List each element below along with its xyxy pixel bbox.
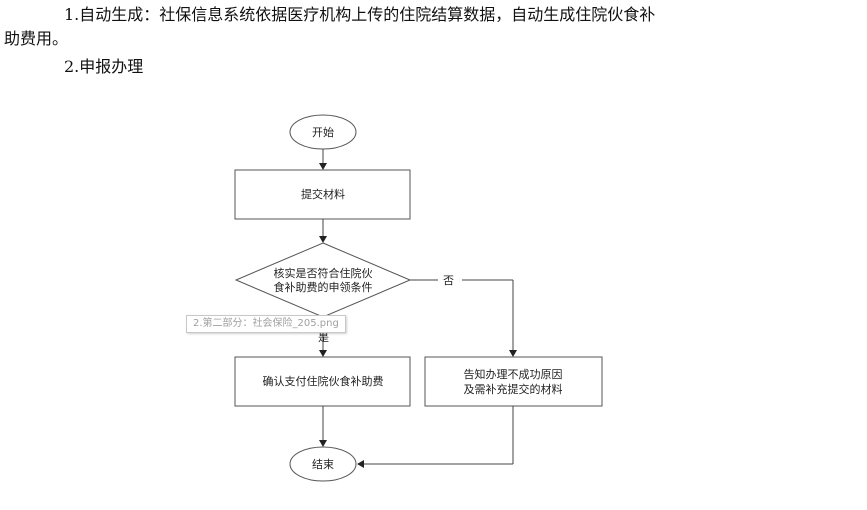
end-label: 结束 [312,458,334,471]
decision-label-line2: 食补助费的申领条件 [274,280,373,294]
start-node: 开始 [289,114,357,150]
arrow-confirm-end [319,440,327,447]
arrow-notify-end [357,460,364,468]
confirm-label: 确认支付住院伙食补助费 [263,374,384,388]
arrow-start-submit [319,163,327,170]
submit-node: 提交材料 [234,169,411,220]
image-filename-tooltip: 2.第二部分：社会保险_205.png [186,315,346,333]
decision-label-line1: 核实是否符合住院伙 [274,266,373,280]
arrow-no-notify [509,350,517,357]
paragraph-apply-heading: 2.申报办理 [64,57,144,76]
arrow-submit-decision [319,236,327,243]
paragraph-auto-generate-line2: 助费用。 [4,29,69,48]
notify-node: 告知办理不成功原因 及需补充提交的材料 [424,356,603,407]
yes-label: 是 [318,331,329,344]
arrow-yes-confirm [319,350,327,357]
notify-label-line1: 告知办理不成功原因 [464,367,563,381]
decision-node: 核实是否符合住院伙 食补助费的申领条件 [234,242,412,318]
no-label: 否 [443,274,454,287]
submit-label: 提交材料 [301,187,345,201]
end-node: 结束 [289,446,357,482]
confirm-node: 确认支付住院伙食补助费 [234,356,411,407]
paragraph-auto-generate-line1: 1.自动生成：社保信息系统依据医疗机构上传的住院结算数据，自动生成住院伙食补 [64,5,656,24]
notify-label-line2: 及需补充提交的材料 [464,382,563,396]
start-label: 开始 [312,125,334,139]
